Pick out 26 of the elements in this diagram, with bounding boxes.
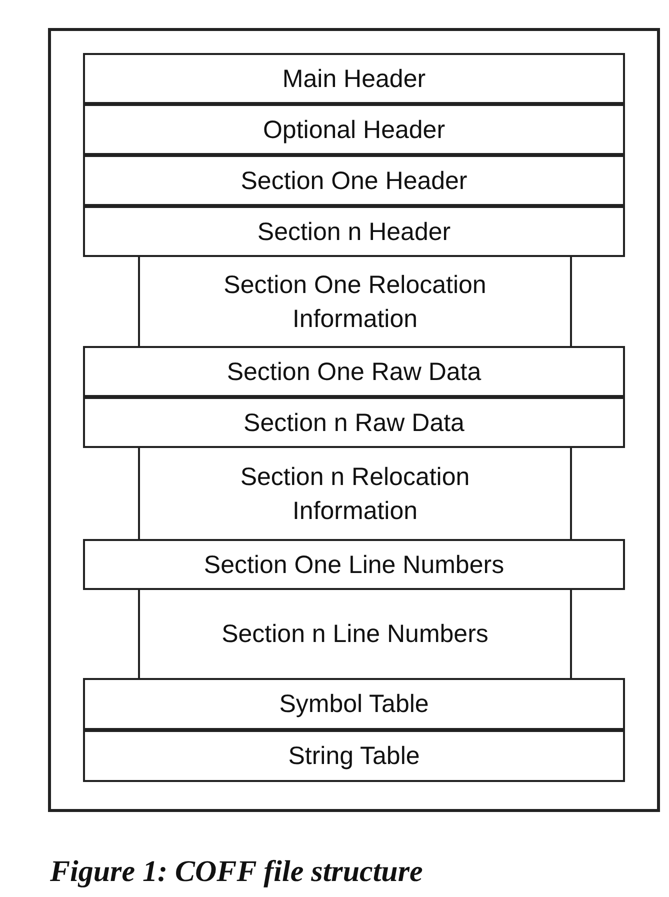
- figure-caption: Figure 1: COFF file structure: [50, 855, 423, 889]
- section-label: Optional Header: [262, 114, 446, 146]
- section-box: [83, 730, 625, 782]
- section-band: [138, 448, 572, 539]
- section-label: String Table: [287, 741, 421, 772]
- section-box: [83, 539, 625, 590]
- section-label: Section n Header: [256, 216, 452, 248]
- section-box: [83, 206, 625, 257]
- section-label: Section n Raw Data: [242, 408, 466, 438]
- section-box: [83, 53, 625, 104]
- section-box: [83, 104, 625, 155]
- section-box: [83, 155, 625, 206]
- section-label: Symbol Table: [278, 689, 430, 720]
- outer-frame: [48, 28, 660, 812]
- section-label: Section One Relocation Information: [222, 270, 488, 334]
- section-box: [83, 397, 625, 448]
- section-label: Section One Line Numbers: [202, 550, 506, 580]
- section-band: [138, 590, 572, 678]
- section-box: [83, 346, 625, 397]
- section-band: [138, 257, 572, 346]
- section-box: [83, 678, 625, 730]
- section-label: Main Header: [281, 64, 427, 94]
- section-label: Section One Raw Data: [226, 356, 482, 388]
- section-label: Section One Header: [240, 166, 468, 196]
- section-label: Section n Relocation Information: [239, 462, 471, 526]
- section-label: Section n Line Numbers: [220, 619, 490, 650]
